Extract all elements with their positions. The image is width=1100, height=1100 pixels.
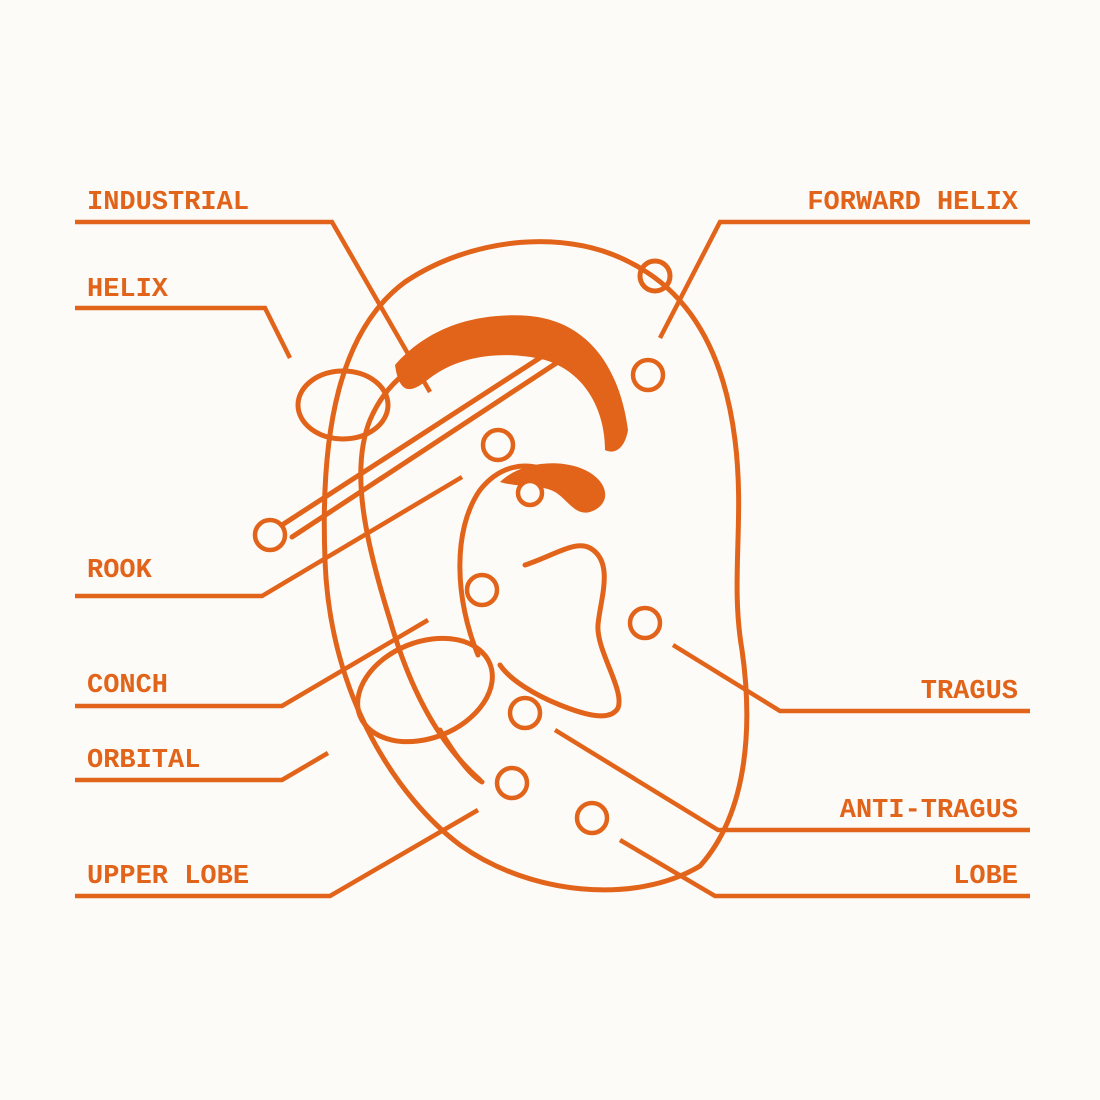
leader-upper-lobe <box>75 808 480 899</box>
jewelry-group <box>252 258 673 836</box>
leader-tragus <box>671 643 1030 714</box>
ear-helix-rim <box>358 352 483 783</box>
industrial-barbell-bar-lower <box>289 359 561 540</box>
anti-tragus-stud <box>507 695 543 731</box>
leader-industrial <box>75 219 432 394</box>
label-lobe: LOBE <box>953 862 1018 892</box>
orbital-ring-icon <box>355 635 495 745</box>
leader-lines <box>75 219 1030 899</box>
label-helix: HELIX <box>87 275 169 305</box>
ear-concha-curve <box>497 543 622 719</box>
forward-helix-ring-icon <box>637 258 673 294</box>
leader-conch <box>75 618 430 709</box>
label-forward-helix: FORWARD HELIX <box>807 188 1018 218</box>
helix-ring-icon <box>295 368 391 442</box>
ear-crus-shading <box>500 463 606 513</box>
forward-helix-stud <box>630 357 666 393</box>
tragus-stud <box>627 605 663 641</box>
label-tragus: TRAGUS <box>921 677 1018 707</box>
label-rook: ROOK <box>87 556 153 586</box>
industrial-barbell-bar <box>279 347 555 528</box>
label-industrial: INDUSTRIAL <box>87 188 249 218</box>
lobe-stud <box>574 800 610 836</box>
leader-anti-tragus <box>553 728 1030 833</box>
labels-group: INDUSTRIAL HELIX ROOK CONCH ORBITAL UPPE… <box>87 188 1019 892</box>
leader-lobe <box>618 838 1030 899</box>
leader-rook <box>75 475 464 599</box>
ear-antihelix <box>457 463 548 658</box>
leader-orbital <box>75 751 330 783</box>
rook-stud <box>480 427 516 463</box>
label-upper-lobe: UPPER LOBE <box>87 862 249 892</box>
label-conch: CONCH <box>87 671 168 701</box>
leader-helix <box>75 305 293 360</box>
leader-forward-helix <box>658 219 1030 340</box>
ear-lower-inner-line <box>437 727 485 785</box>
daith-stud <box>515 478 545 508</box>
conch-stud <box>464 572 500 608</box>
label-orbital: ORBITAL <box>87 746 200 776</box>
ear-illustration <box>279 239 750 893</box>
industrial-ball-stud <box>252 517 288 553</box>
label-anti-tragus: ANTI-TRAGUS <box>840 796 1018 826</box>
upper-lobe-stud <box>494 765 530 801</box>
ear-scapha-shading <box>395 315 628 452</box>
